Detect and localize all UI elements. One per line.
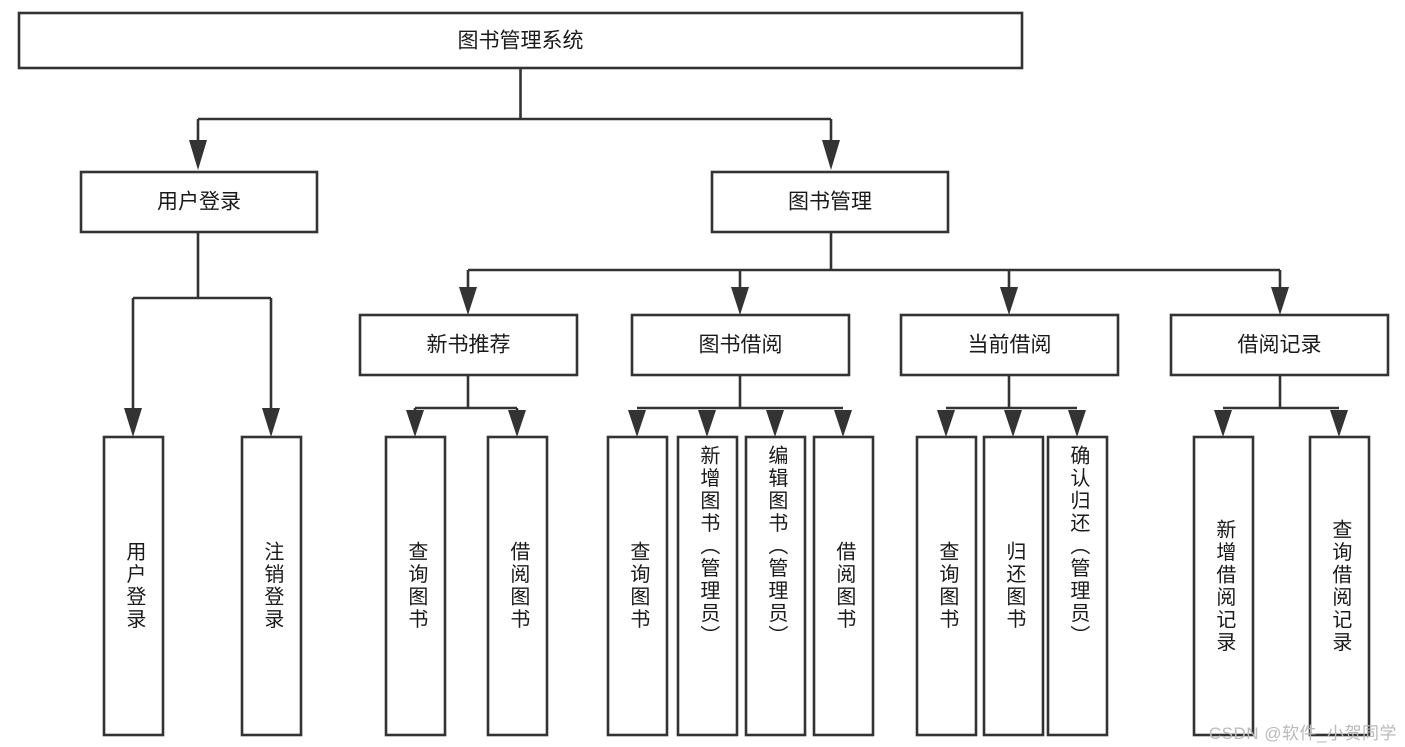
node-user-login-label: 用户登录: [157, 191, 241, 214]
node-borrow-record-box[interactable]: [1169, 313, 1390, 377]
node-book-borrow-label: 图书借阅: [699, 334, 783, 357]
arrow-to-leaf-add-record: [1214, 410, 1232, 437]
edges-group: [124, 68, 1348, 437]
arrow-to-book-management: [822, 140, 840, 170]
node-leaf-add-book-box[interactable]: [676, 435, 739, 737]
csdn-watermark: CSDN @软件_小贺同学: [1208, 724, 1397, 743]
node-leaf-query-book-2-box[interactable]: [606, 435, 669, 737]
node-user-login-box[interactable]: [79, 170, 319, 234]
arrow-to-leaf-query-book-2: [628, 410, 646, 437]
arrow-to-leaf-borrow-book-2: [834, 410, 852, 437]
node-new-book-recommend[interactable]: 新书推荐: [358, 313, 579, 377]
arrow-to-leaf-logout-login: [262, 408, 280, 437]
node-new-book-recommend-box[interactable]: [358, 313, 579, 377]
node-borrow-record-label: 借阅记录: [1238, 334, 1322, 357]
node-leaf-borrow-book-2-box[interactable]: [812, 435, 875, 737]
node-leaf-query-book-1-box[interactable]: [384, 435, 447, 737]
arrow-to-leaf-return-book: [1004, 410, 1022, 437]
node-book-management[interactable]: 图书管理: [710, 170, 950, 234]
arrow-to-borrow-record: [1271, 287, 1289, 315]
node-borrow-record[interactable]: 借阅记录: [1169, 313, 1390, 377]
node-book-borrow-box[interactable]: [630, 313, 851, 377]
arrow-to-leaf-query-book-1: [406, 410, 424, 437]
node-book-borrow[interactable]: 图书借阅: [630, 313, 851, 377]
node-book-management-label: 图书管理: [788, 191, 872, 214]
arrow-to-leaf-add-book: [698, 410, 716, 437]
arrow-to-new-book-recommend: [459, 287, 477, 315]
node-root-label: 图书管理系统: [458, 30, 584, 53]
node-leaf-user-login-box[interactable]: [102, 435, 165, 737]
node-root-box[interactable]: [17, 11, 1024, 70]
node-leaf-query-record-box[interactable]: [1308, 435, 1371, 737]
arrow-to-book-borrow: [731, 287, 749, 315]
node-leaf-confirm-return-box[interactable]: [1046, 435, 1109, 737]
node-leaf-return-book-box[interactable]: [982, 435, 1045, 737]
node-current-borrow-box[interactable]: [899, 313, 1120, 377]
node-root[interactable]: 图书管理系统: [17, 11, 1024, 70]
arrow-to-leaf-query-book-3: [937, 410, 955, 437]
arrow-to-leaf-user-login: [124, 408, 142, 437]
node-current-borrow[interactable]: 当前借阅: [899, 313, 1120, 377]
node-leaf-logout-login-box[interactable]: [240, 435, 303, 737]
node-leaf-borrow-book-1-box[interactable]: [486, 435, 549, 737]
arrow-to-current-borrow: [1000, 287, 1018, 315]
node-book-management-box[interactable]: [710, 170, 950, 234]
arrow-to-user-login: [189, 140, 207, 170]
arrow-to-leaf-query-record: [1330, 410, 1348, 437]
arrow-to-leaf-confirm-return: [1068, 410, 1086, 437]
arrow-to-leaf-edit-book: [766, 410, 784, 437]
node-leaf-edit-book-box[interactable]: [744, 435, 807, 737]
node-leaf-query-book-3-box[interactable]: [915, 435, 978, 737]
node-new-book-recommend-label: 新书推荐: [427, 334, 511, 357]
node-user-login[interactable]: 用户登录: [79, 170, 319, 234]
arrow-to-leaf-borrow-book-1: [508, 410, 526, 437]
node-leaf-add-record-box[interactable]: [1192, 435, 1255, 737]
node-current-borrow-label: 当前借阅: [968, 334, 1052, 357]
